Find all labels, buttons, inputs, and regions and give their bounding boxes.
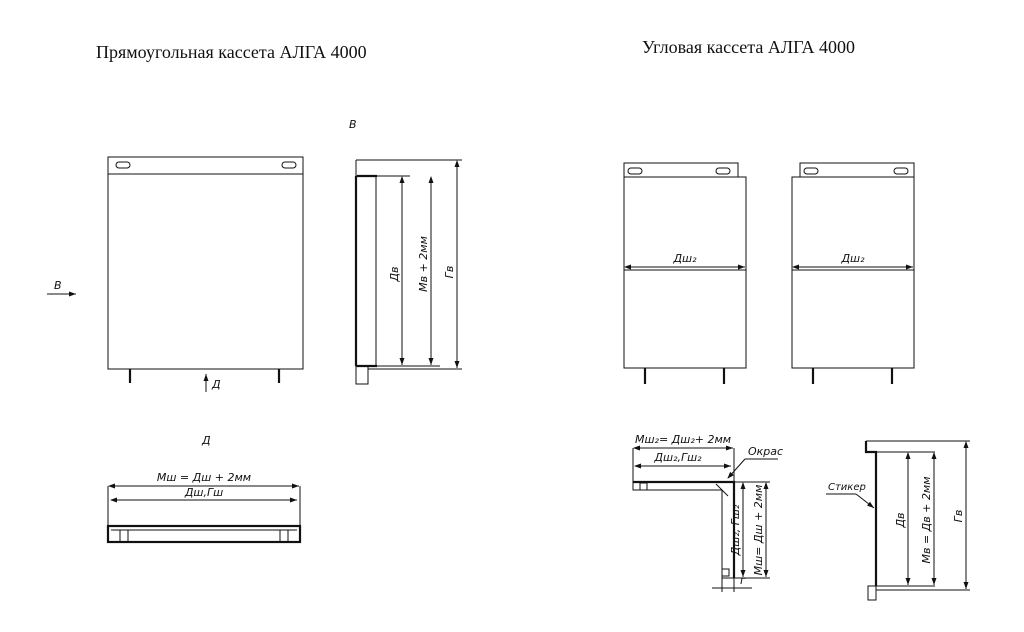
view-b-label: В — [349, 118, 357, 131]
okras-leader — [727, 458, 746, 479]
view-d-label: Д — [201, 434, 211, 447]
side-pin — [355, 365, 369, 385]
mount-slot-left-icon — [115, 161, 131, 169]
dim-gv2-label: Гв — [952, 510, 965, 523]
arrow-b-label: В — [54, 279, 62, 292]
dim-dsh2-right-label: Дш₂ — [840, 252, 865, 265]
dim-dsh2-gsh2-side-label: Дш₂, Гш₂ — [729, 504, 742, 556]
dim-dsh-gsh-label: Дш,Гш — [184, 486, 223, 499]
bottom-pin-left — [119, 529, 129, 543]
dim-g-label: г — [740, 574, 746, 587]
dim-dv2-label: Дв — [894, 512, 907, 528]
dim-gv-label: Гв — [443, 266, 456, 279]
rect-front-view: В Д — [47, 156, 304, 392]
mount-slot-icon — [893, 167, 909, 175]
l-profile-outer — [633, 480, 736, 578]
side-top-hook — [355, 160, 376, 177]
dim-msh-label: Мш = Дш + 2мм — [157, 471, 251, 484]
l-profile-pin — [721, 568, 730, 577]
l-profile-inner — [632, 482, 734, 579]
corner-bevel — [715, 483, 729, 497]
bottom-pin-right — [279, 529, 289, 543]
corner-right-panel: Дш₂ — [791, 162, 915, 384]
dim-dv-label: Дв — [388, 266, 401, 282]
side-profile-pin — [867, 585, 877, 601]
rect-bottom-view: Д Мш = Дш + 2мм Дш,Гш — [106, 434, 302, 544]
corner-section-view: Мш₂= Дш₂+ 2мм Дш₂,Гш₂ Окрас Дш₂, Гш₂ Мш=… — [632, 433, 783, 592]
dim-msh-side-label: Мш= Дш + 2мм — [752, 485, 765, 576]
okras-label: Окрас — [748, 445, 783, 458]
rect-cassette-title: Прямоугольная кассета АЛГА 4000 — [96, 42, 367, 62]
corner-left-flange — [623, 162, 739, 178]
sticker-label: Стикер — [828, 482, 866, 493]
dim-mv2-label: Мв = Дв + 2мм — [920, 476, 933, 563]
side-profile-line — [864, 441, 878, 586]
rect-side-view: В Дв Мв + 2мм Гв — [349, 118, 462, 385]
l-profile-pin — [639, 482, 648, 491]
dim-dsh2-gsh2-label: Дш₂,Гш₂ — [653, 451, 702, 464]
corner-left-panel: Дш₂ — [623, 162, 747, 384]
mount-slot-right-icon — [281, 161, 297, 169]
mount-slot-icon — [627, 167, 643, 175]
corner-right-flange — [799, 162, 915, 178]
dim-msh2-label: Мш₂= Дш₂+ 2мм — [635, 433, 731, 446]
mount-slot-icon — [803, 167, 819, 175]
corner-left-outline — [623, 176, 747, 369]
corner-right-outline — [791, 176, 915, 369]
bottom-profile — [106, 524, 302, 544]
dim-dsh2-left-label: Дш₂ — [672, 252, 697, 265]
dim-mv-label: Мв + 2мм — [417, 236, 430, 292]
corner-cassette-title: Угловая кассета АЛГА 4000 — [642, 37, 856, 57]
mount-slot-icon — [715, 167, 731, 175]
corner-side-profile: Дв Мв = Дв + 2мм Гв Стикер — [826, 440, 970, 601]
arrow-d-label: Д — [211, 378, 221, 391]
rect-panel-outline — [107, 156, 304, 370]
sticker-leader — [855, 493, 875, 509]
